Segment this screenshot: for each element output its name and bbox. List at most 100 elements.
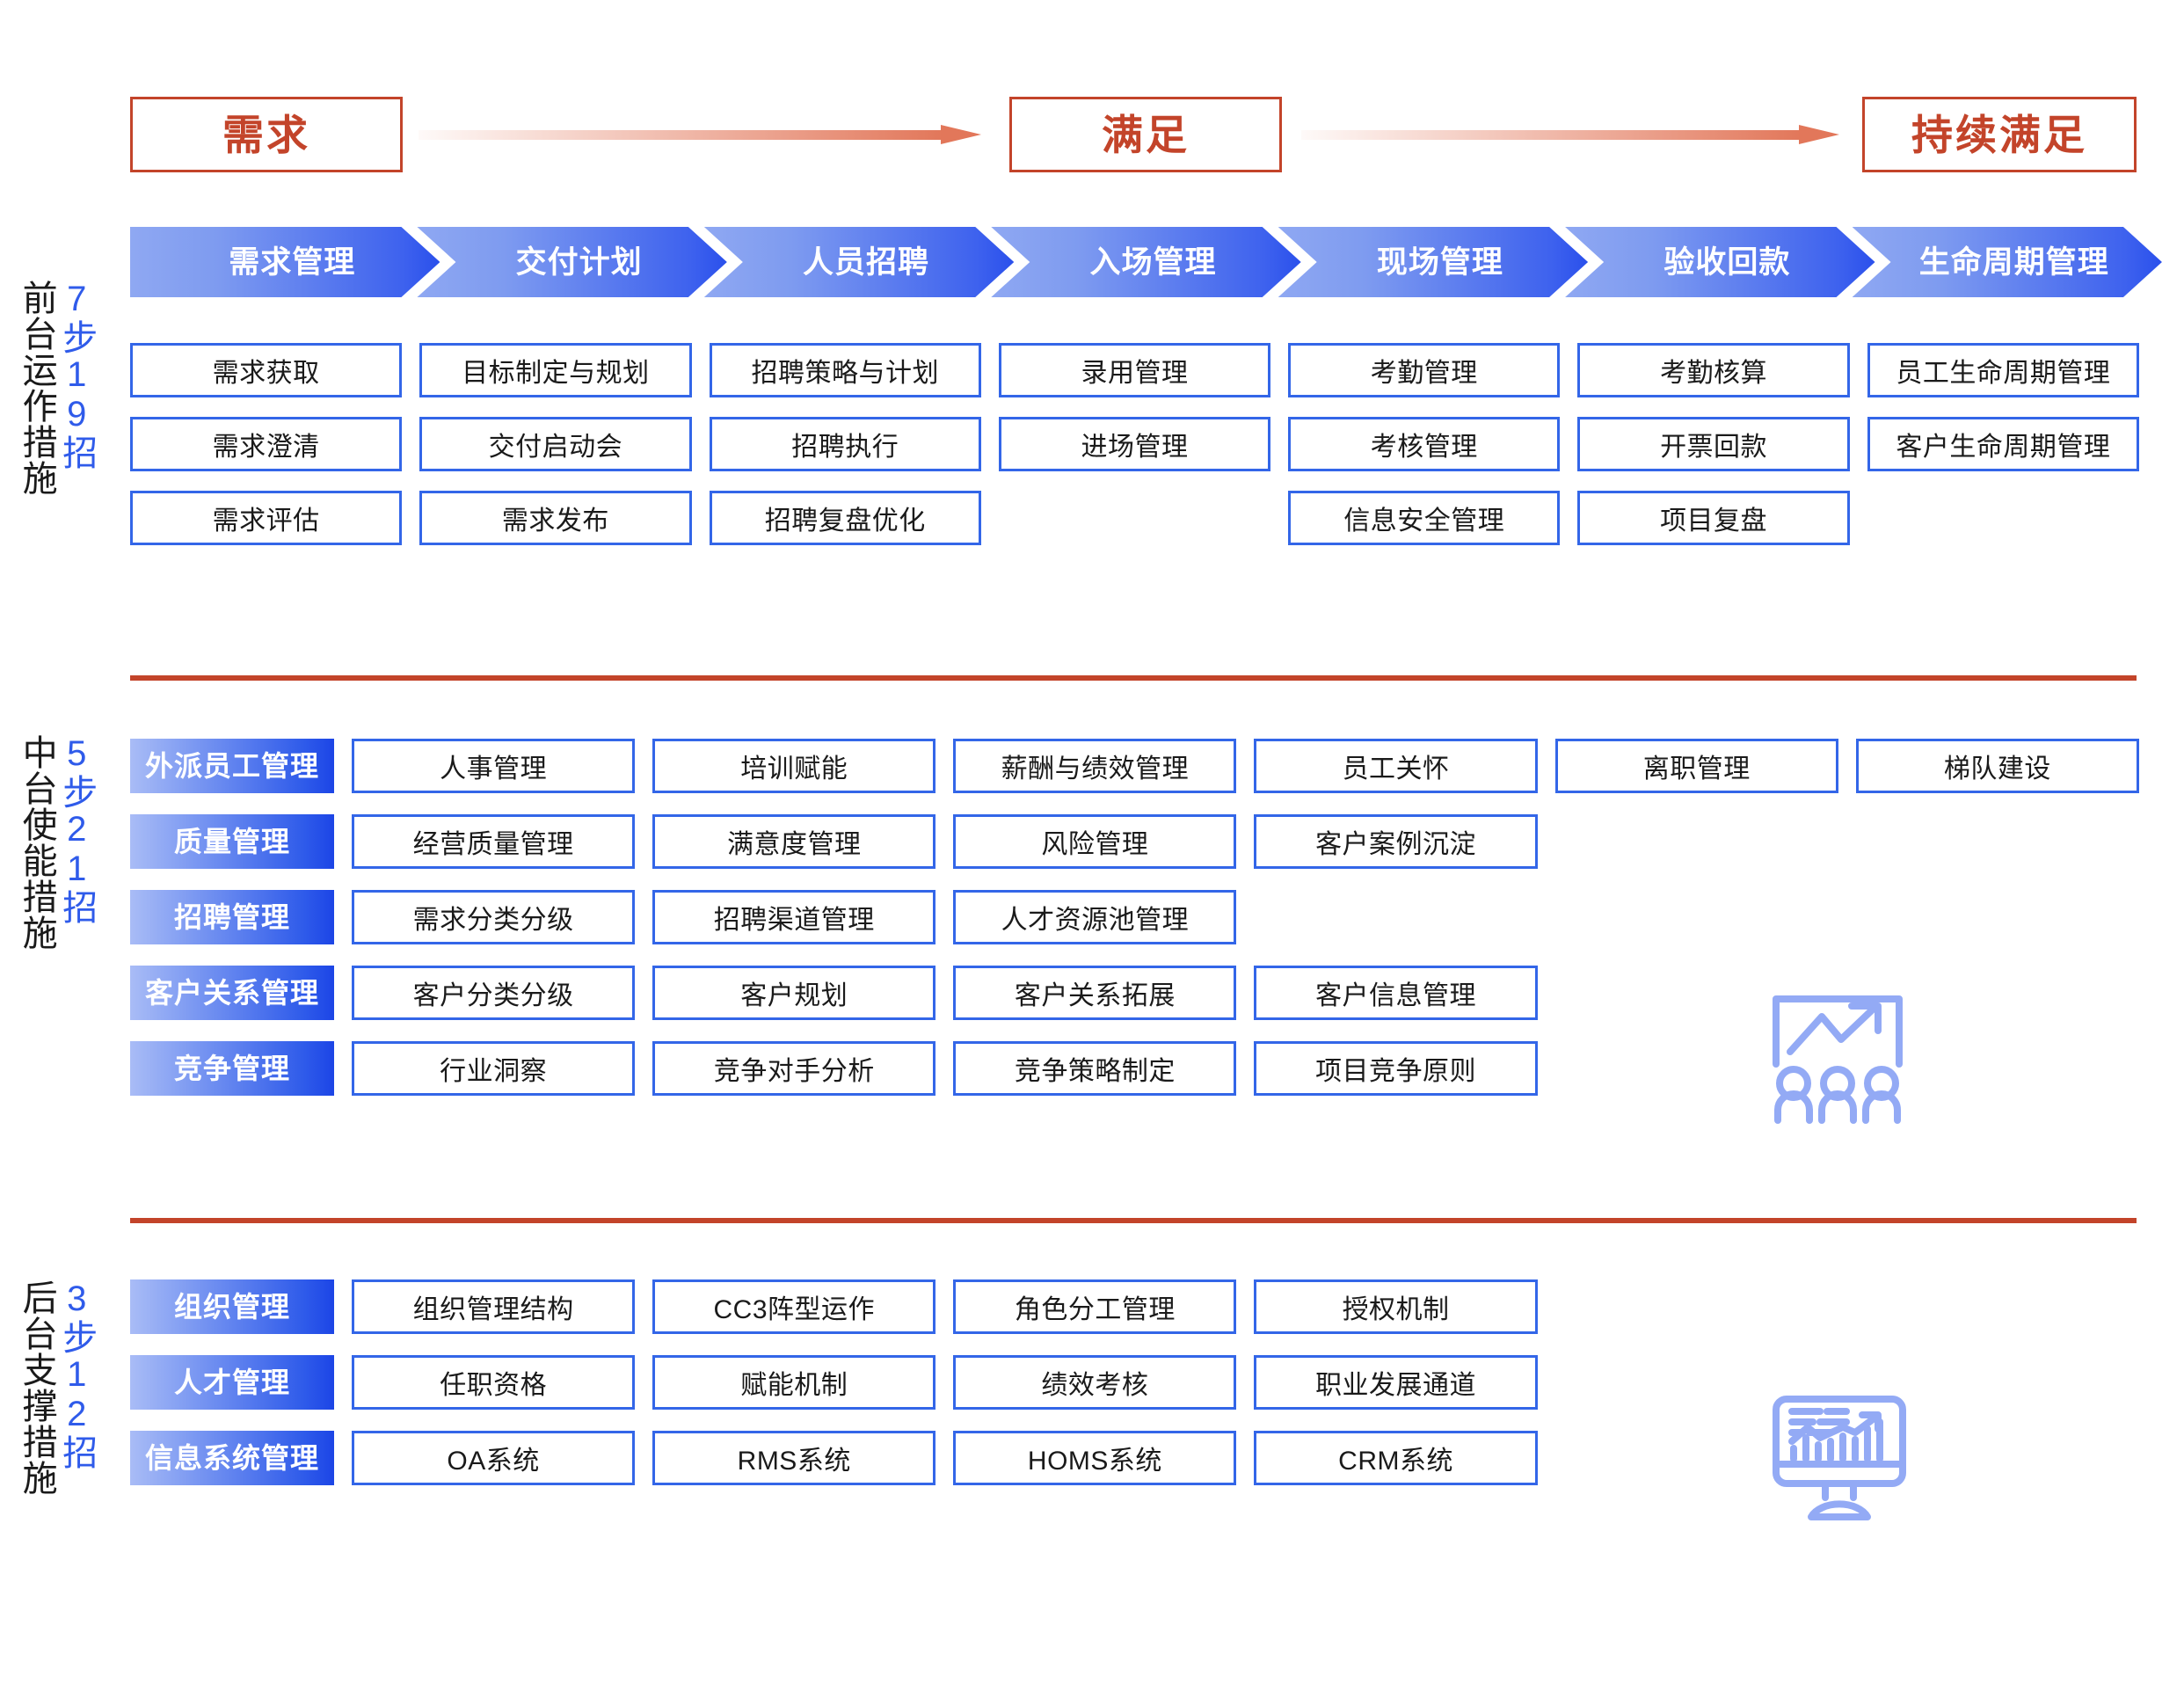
middle-measure-cell[interactable]: 薪酬与绩效管理	[953, 739, 1237, 793]
back-category-row: 信息系统管理 OA系统 RMS系统 HOMS系统 CRM系统	[130, 1431, 2139, 1485]
middle-measure-cell[interactable]: 竞争对手分析	[652, 1041, 936, 1096]
back-measure-cell[interactable]: CC3阵型运作	[652, 1279, 936, 1334]
middle-measure-cell[interactable]: 经营质量管理	[352, 814, 636, 869]
middle-category-label-text: 外派员工管理	[144, 750, 319, 782]
arrow-shaft	[419, 130, 943, 140]
phase-chevron-7[interactable]: 生命周期管理	[1853, 227, 2162, 297]
front-measure-cell[interactable]: 招聘执行	[709, 417, 981, 471]
back-category-label[interactable]: 组织管理	[130, 1279, 334, 1334]
middle-measure-cell[interactable]: 客户关系拓展	[953, 966, 1237, 1020]
section-title-back: 后台支撑措施	[17, 1279, 56, 1496]
arrow-head-icon	[1799, 125, 1839, 144]
back-measure-cell[interactable]: 职业发展通道	[1254, 1355, 1538, 1410]
middle-measure-cell[interactable]: 满意度管理	[652, 814, 936, 869]
phase-chevron-5[interactable]: 现场管理	[1278, 227, 1588, 297]
phase-chevron-4[interactable]: 入场管理	[991, 227, 1300, 297]
section-side-label-middle: 中台使能措施 5步21招	[5, 734, 128, 951]
back-measure-cell[interactable]: OA系统	[352, 1431, 636, 1485]
middle-category-label[interactable]: 竞争管理	[130, 1041, 334, 1096]
section-title-front: 前台运作措施	[17, 280, 56, 496]
front-measure-cell[interactable]: 考勤核算	[1577, 343, 1850, 397]
front-measure-cell[interactable]: 需求评估	[130, 491, 403, 545]
front-measure-cell[interactable]: 录用管理	[998, 343, 1271, 397]
back-measure-cell[interactable]: HOMS系统	[953, 1431, 1237, 1485]
middle-category-label-text: 招聘管理	[173, 901, 290, 933]
back-category-label-text: 人才管理	[173, 1367, 290, 1398]
middle-measure-cell[interactable]: 客户信息管理	[1254, 966, 1538, 1020]
phase-chevron-label: 验收回款	[1663, 244, 1791, 280]
phase-chevron-label: 需求管理	[229, 244, 356, 280]
front-measure-cell[interactable]: 需求发布	[419, 491, 692, 545]
back-measure-cell[interactable]: 赋能机制	[652, 1355, 936, 1410]
front-measure-cell[interactable]: 项目复盘	[1577, 491, 1850, 545]
front-measure-cell[interactable]: 目标制定与规划	[419, 343, 692, 397]
middle-measures-section: 外派员工管理 人事管理 培训赋能 薪酬与绩效管理 员工关怀 离职管理 梯队建设 …	[130, 739, 2139, 1117]
front-measure-cell[interactable]: 信息安全管理	[1288, 491, 1561, 545]
middle-measure-cell[interactable]: 离职管理	[1554, 739, 1838, 793]
front-measure-cell[interactable]: 客户生命周期管理	[1867, 417, 2139, 471]
stage-chip-satisfy: 满足	[1009, 97, 1282, 172]
phase-chevron-2[interactable]: 交付计划	[417, 227, 726, 297]
phase-chevron-label: 现场管理	[1376, 244, 1503, 280]
stage-chip-continuous-label: 持续满足	[1911, 111, 2087, 158]
phase-chevron-3[interactable]: 人员招聘	[704, 227, 1014, 297]
front-measure-cell[interactable]: 进场管理	[998, 417, 1271, 471]
back-category-label[interactable]: 信息系统管理	[130, 1431, 334, 1485]
section-side-label-back: 后台支撑措施 3步12招	[5, 1279, 128, 1496]
middle-measure-cell[interactable]: 风险管理	[953, 814, 1237, 869]
arrow-shaft	[1301, 130, 1801, 140]
middle-category-label[interactable]: 质量管理	[130, 814, 334, 869]
phase-chevron-1[interactable]: 需求管理	[130, 227, 440, 297]
front-measure-cell[interactable]: 交付启动会	[419, 417, 692, 471]
front-measure-cell[interactable]: 员工生命周期管理	[1867, 343, 2139, 397]
middle-measure-cell[interactable]: 培训赋能	[652, 739, 936, 793]
back-measure-cell[interactable]: 组织管理结构	[352, 1279, 636, 1334]
front-measure-cell[interactable]: 需求澄清	[130, 417, 403, 471]
front-measure-cell[interactable]: 开票回款	[1577, 417, 1850, 471]
middle-measure-cell[interactable]: 梯队建设	[1855, 739, 2139, 793]
back-measure-cell[interactable]: 任职资格	[352, 1355, 636, 1410]
section-divider-middle-back	[130, 1218, 2137, 1223]
middle-measure-cell[interactable]: 客户案例沉淀	[1254, 814, 1538, 869]
middle-category-label[interactable]: 招聘管理	[130, 890, 334, 944]
stage-chip-demand: 需求	[130, 97, 403, 172]
back-measure-cell[interactable]: RMS系统	[652, 1431, 936, 1485]
middle-category-row: 客户关系管理 客户分类分级 客户规划 客户关系拓展 客户信息管理	[130, 966, 2139, 1020]
middle-measure-cell[interactable]: 人才资源池管理	[953, 890, 1237, 944]
middle-measure-cell[interactable]: 竞争策略制定	[953, 1041, 1237, 1096]
back-measure-cell[interactable]: 绩效考核	[953, 1355, 1237, 1410]
phase-chevron-6[interactable]: 验收回款	[1565, 227, 1875, 297]
phase-chevron-band: 需求管理 交付计划 人员招聘 入场管理 现场管理 验收回款 生命周期管理	[130, 227, 2139, 297]
middle-measure-cell[interactable]: 客户规划	[652, 966, 936, 1020]
front-measure-cell[interactable]: 招聘策略与计划	[709, 343, 981, 397]
middle-measure-cell[interactable]: 客户分类分级	[352, 966, 636, 1020]
flow-arrow-satisfy-to-continuous	[1301, 125, 1839, 144]
arrow-head-icon	[941, 125, 981, 144]
phase-chevron-label: 生命周期管理	[1918, 244, 2109, 280]
back-measure-cell[interactable]: 角色分工管理	[953, 1279, 1237, 1334]
front-measure-cell[interactable]: 需求获取	[130, 343, 403, 397]
presentation-growth-audience-icon	[1767, 992, 1908, 1128]
middle-category-row: 招聘管理 需求分类分级 招聘渠道管理 人才资源池管理	[130, 890, 2139, 944]
middle-category-row: 竞争管理 行业洞察 竞争对手分析 竞争策略制定 项目竞争原则	[130, 1041, 2139, 1096]
back-category-label[interactable]: 人才管理	[130, 1355, 334, 1410]
middle-category-label[interactable]: 外派员工管理	[130, 739, 334, 793]
middle-category-row: 外派员工管理 人事管理 培训赋能 薪酬与绩效管理 员工关怀 离职管理 梯队建设	[130, 739, 2139, 793]
stage-chip-continuous: 持续满足	[1862, 97, 2137, 172]
middle-category-label[interactable]: 客户关系管理	[130, 966, 334, 1020]
middle-measure-cell[interactable]: 项目竞争原则	[1254, 1041, 1538, 1096]
middle-category-label-text: 竞争管理	[173, 1053, 290, 1084]
middle-measure-cell[interactable]: 需求分类分级	[352, 890, 636, 944]
front-measure-cell[interactable]: 招聘复盘优化	[709, 491, 981, 545]
front-measure-cell[interactable]: 考核管理	[1288, 417, 1561, 471]
back-measure-cell[interactable]: 授权机制	[1254, 1279, 1538, 1334]
section-count-front: 7步19招	[57, 280, 97, 470]
phase-chevron-label: 交付计划	[515, 244, 643, 280]
middle-measure-cell[interactable]: 行业洞察	[352, 1041, 636, 1096]
middle-measure-cell[interactable]: 人事管理	[352, 739, 636, 793]
middle-measure-cell[interactable]: 员工关怀	[1254, 739, 1538, 793]
back-measure-cell[interactable]: CRM系统	[1254, 1431, 1538, 1485]
middle-measure-cell[interactable]: 招聘渠道管理	[652, 890, 936, 944]
flow-arrow-demand-to-satisfy	[419, 125, 981, 144]
front-measure-cell[interactable]: 考勤管理	[1288, 343, 1561, 397]
